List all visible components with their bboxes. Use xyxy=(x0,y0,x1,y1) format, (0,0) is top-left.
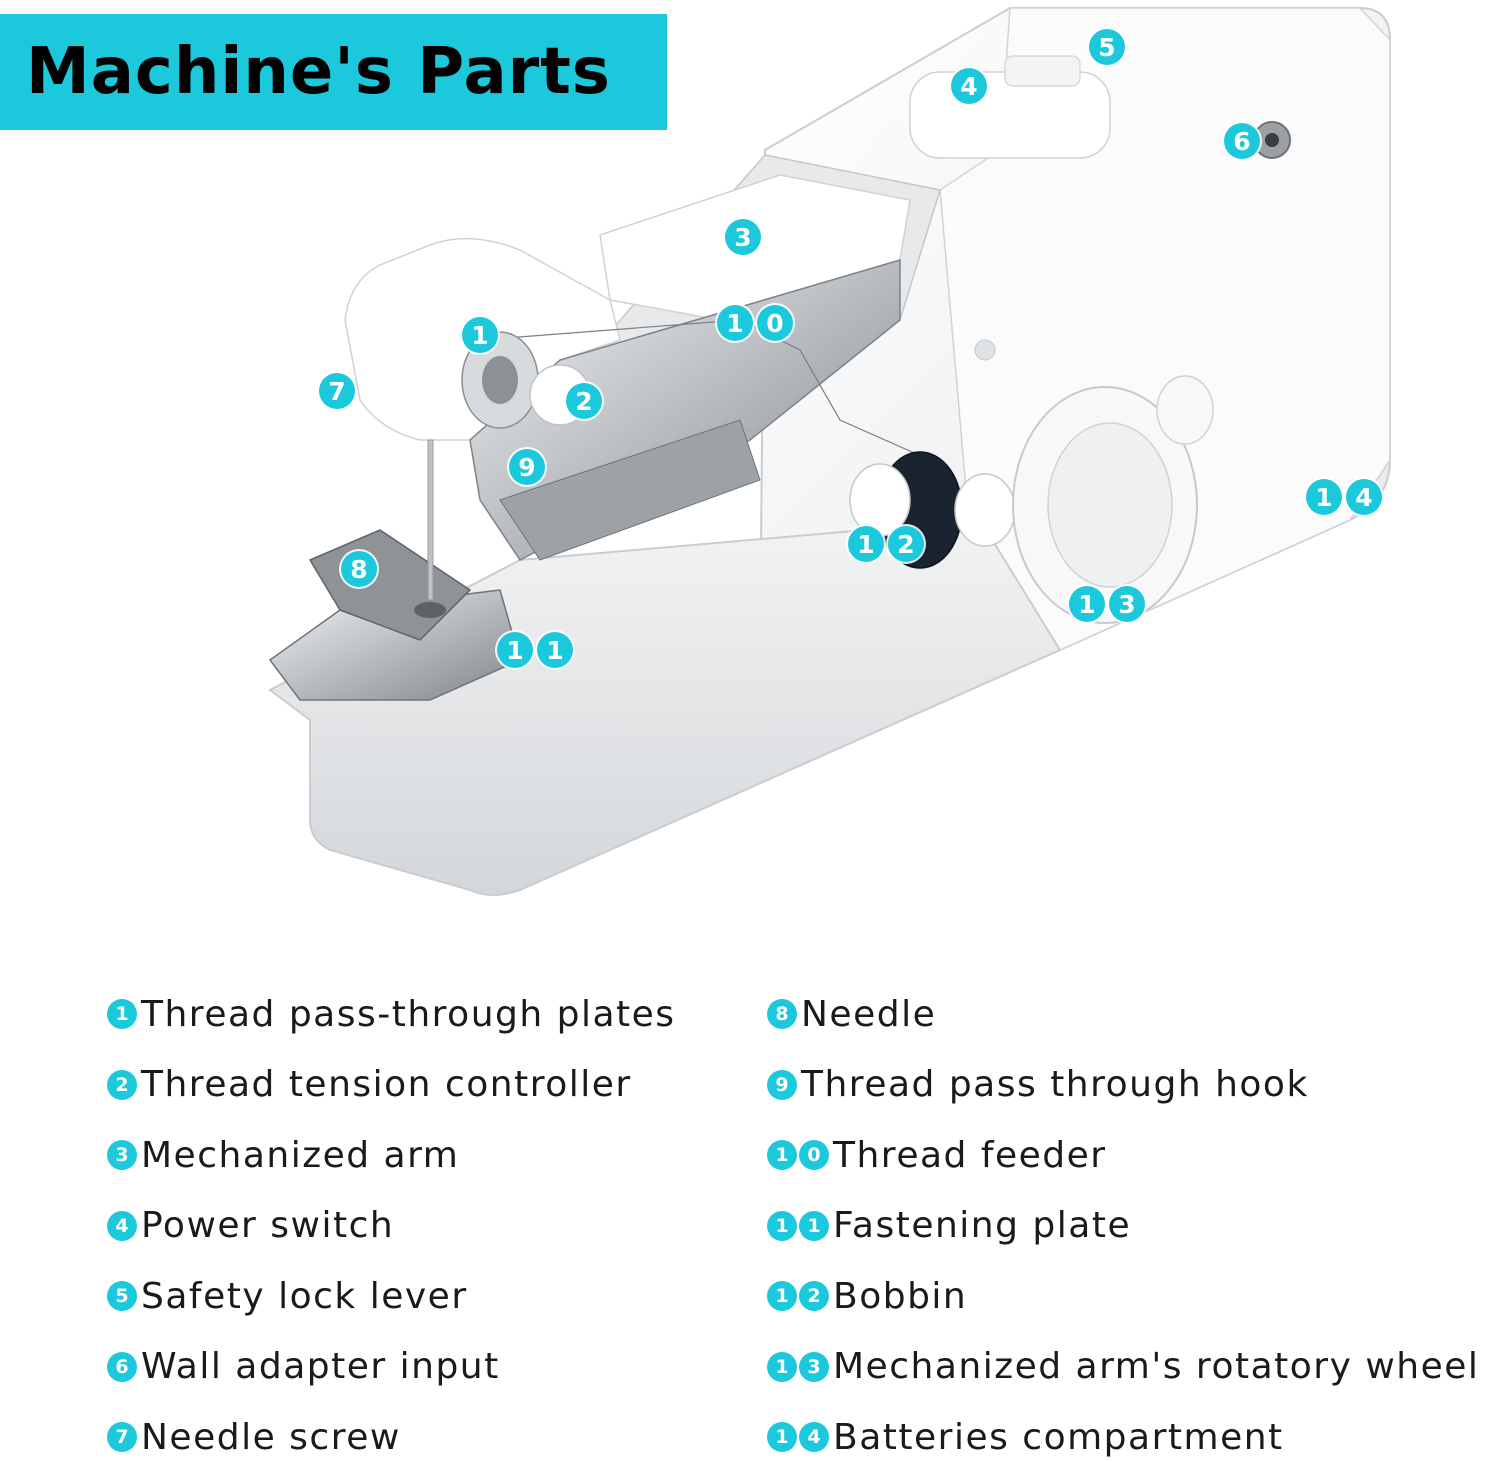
marker-digit: 5 xyxy=(1089,29,1125,65)
machine-body xyxy=(268,7,1391,896)
legend-label: Bobbin xyxy=(833,1275,968,1317)
legend-digit: 4 xyxy=(799,1422,829,1452)
marker-digit: 6 xyxy=(1224,123,1260,159)
legend-digit: 1 xyxy=(767,1210,797,1241)
marker-digit: 1 xyxy=(717,305,753,341)
sewing-machine-illustration xyxy=(268,7,1391,896)
marker-digit: 1 xyxy=(1306,479,1342,515)
legend-number-badge: 7 xyxy=(107,1422,137,1452)
legend-label: Thread pass through hook xyxy=(801,1064,1309,1105)
part-marker-6: 6 xyxy=(1224,123,1260,159)
legend-digit: 1 xyxy=(799,1210,829,1241)
legend-label: Thread feeder xyxy=(833,1134,1107,1176)
legend-number-badge: 5 xyxy=(107,1281,137,1311)
legend-digit: 2 xyxy=(107,1069,137,1100)
legend-label: Mechanized arm xyxy=(141,1134,460,1176)
legend-number-badge: 3 xyxy=(107,1140,137,1170)
legend-label: Mechanized arm's rotatory wheel xyxy=(833,1346,1480,1387)
legend-digit: 0 xyxy=(799,1140,829,1170)
legend-digit: 9 xyxy=(767,1069,797,1100)
legend-label: Wall adapter input xyxy=(141,1346,500,1387)
legend-label: Power switch xyxy=(141,1205,395,1246)
marker-digit: 9 xyxy=(509,449,545,485)
legend-label: Batteries compartment xyxy=(833,1416,1284,1458)
marker-digit: 4 xyxy=(1346,479,1382,515)
part-marker-9: 9 xyxy=(509,449,545,485)
marker-digit: 0 xyxy=(757,305,793,341)
legend-digit: 3 xyxy=(107,1140,137,1170)
marker-digit: 1 xyxy=(848,526,884,562)
legend-label: Safety lock lever xyxy=(141,1275,468,1317)
page-title: Machine's Parts xyxy=(26,35,611,109)
legend-number-badge: 4 xyxy=(107,1210,137,1241)
legend-digit: 1 xyxy=(767,1351,797,1382)
marker-digit: 7 xyxy=(319,373,355,409)
legend-digit: 2 xyxy=(799,1281,829,1311)
part-marker-8: 8 xyxy=(341,551,377,587)
marker-digit: 1 xyxy=(497,632,533,668)
part-marker-4: 4 xyxy=(951,68,987,104)
legend-digit: 1 xyxy=(767,1422,797,1452)
part-marker-2: 2 xyxy=(566,383,602,419)
legend-label: Needle xyxy=(801,993,937,1035)
legend-number-badge: 8 xyxy=(767,999,797,1029)
marker-digit: 3 xyxy=(1109,586,1145,622)
title-banner: Machine's Parts xyxy=(0,14,667,130)
legend-digit: 8 xyxy=(767,999,797,1029)
legend-digit: 1 xyxy=(107,999,137,1029)
marker-digit: 1 xyxy=(462,317,498,353)
legend-digit: 7 xyxy=(107,1422,137,1452)
part-marker-1: 1 xyxy=(462,317,498,353)
legend-digit: 6 xyxy=(107,1351,137,1382)
marker-digit: 2 xyxy=(888,526,924,562)
part-marker-3: 3 xyxy=(725,219,761,255)
legend-number-badge: 2 xyxy=(107,1069,137,1100)
legend-number-badge: 6 xyxy=(107,1351,137,1382)
legend-digit: 3 xyxy=(799,1351,829,1382)
legend-digit: 1 xyxy=(767,1281,797,1311)
legend-label: Fastening plate xyxy=(833,1205,1132,1246)
part-marker-7: 7 xyxy=(319,373,355,409)
legend-label: Thread tension controller xyxy=(141,1064,632,1105)
legend-number-badge: 1 xyxy=(107,999,137,1029)
marker-digit: 4 xyxy=(951,68,987,104)
legend-digit: 1 xyxy=(767,1140,797,1170)
marker-digit: 8 xyxy=(341,551,377,587)
marker-digit: 3 xyxy=(725,219,761,255)
legend-label: Thread pass-through plates xyxy=(141,993,676,1035)
marker-digit: 2 xyxy=(566,383,602,419)
legend-number-badge: 9 xyxy=(767,1069,797,1100)
legend-digit: 4 xyxy=(107,1210,137,1241)
legend-digit: 5 xyxy=(107,1281,137,1311)
legend-label: Needle screw xyxy=(141,1416,401,1458)
part-marker-5: 5 xyxy=(1089,29,1125,65)
marker-digit: 1 xyxy=(537,632,573,668)
marker-digit: 1 xyxy=(1069,586,1105,622)
